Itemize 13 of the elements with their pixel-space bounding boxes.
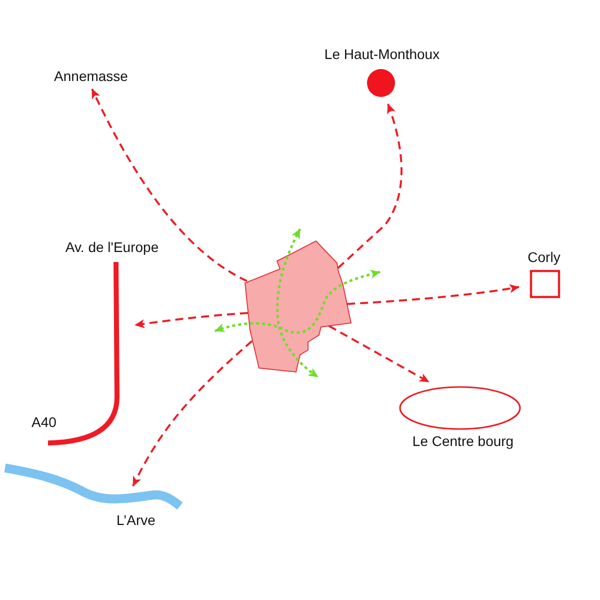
arrow	[91, 88, 248, 282]
arrow	[337, 104, 402, 269]
arrow	[132, 340, 253, 486]
place-name: Annemasse	[54, 68, 128, 85]
arrow	[134, 312, 248, 328]
place-name: Le Centre bourg	[412, 433, 514, 450]
arrow	[328, 325, 430, 383]
place-name: Le Haut-Monthoux	[324, 46, 440, 63]
road-name: Av. de l'Europe	[65, 239, 159, 256]
place-name: Corly	[528, 249, 560, 266]
arrow	[346, 284, 520, 305]
river-name: L’Arve	[116, 512, 156, 529]
road-name: A40	[32, 414, 56, 431]
